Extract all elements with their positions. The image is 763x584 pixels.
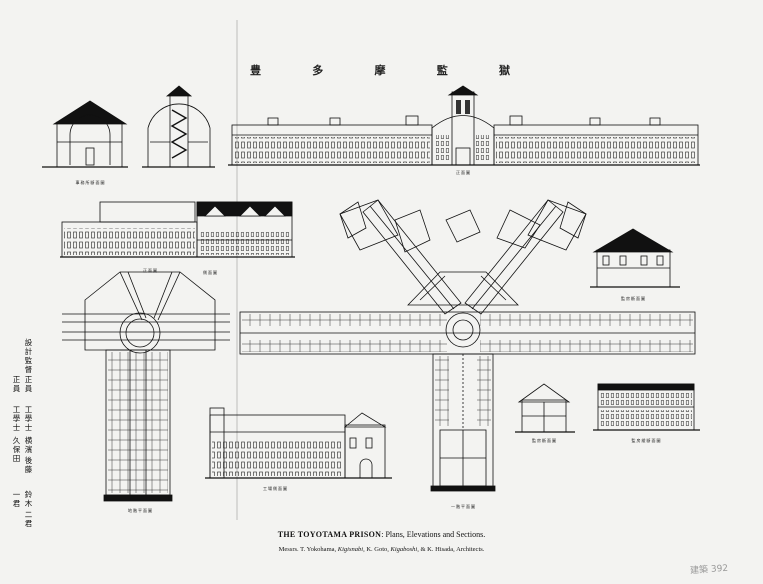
designer-column: 工 學 士 xyxy=(24,405,33,432)
designer-char: 君 xyxy=(24,519,33,528)
tower-section-drawing xyxy=(142,85,215,168)
title-char: 摩 xyxy=(374,65,386,77)
caption-title-rest: : Plans, Elevations and Sections. xyxy=(381,530,486,539)
designer-char: 保 xyxy=(12,445,21,454)
drawing-label: 監 房 斷 面 圖 xyxy=(621,295,645,301)
designer-char: 後 xyxy=(24,456,33,465)
side-elevation-drawing: 正 面 圖 側 面 圖 xyxy=(60,201,295,275)
designer-char: 濱 xyxy=(24,445,33,454)
admin-plan-drawing: 地 階 平 面 圖 xyxy=(62,271,230,513)
designer-char: 正 xyxy=(24,375,33,384)
title-char: 監 xyxy=(436,65,448,77)
designer-column: 二 君 xyxy=(24,510,33,528)
designer-char: 學 xyxy=(12,414,21,423)
designer-char: 久 xyxy=(12,436,21,445)
designer-char: 工 xyxy=(24,405,33,414)
drawing-label: 一 階 平 面 圖 xyxy=(451,503,475,509)
designer-column: 設 計 監 督 xyxy=(24,338,33,374)
designer-char: 藤 xyxy=(24,465,33,474)
designer-char: 士 xyxy=(12,423,21,432)
caption-credits: Messrs. T. Yokohama, Kigisnabi, K. Goto,… xyxy=(0,546,763,553)
caption-title-bold: THE TOYOTAMA PRISON xyxy=(277,530,382,539)
designer-char: 督 xyxy=(24,365,33,374)
title-char: 豊 xyxy=(250,65,261,77)
drawing-label: 側 面 圖 xyxy=(203,269,217,275)
drawing-label: 正 面 圖 xyxy=(456,169,470,175)
designer-char: 監 xyxy=(24,356,33,365)
designer-column: 正 員 xyxy=(12,375,21,393)
title-char: 多 xyxy=(312,65,324,77)
credits-part: , & K. Hisada, Architects. xyxy=(417,546,485,553)
designer-char: 工 xyxy=(12,405,21,414)
admin-section-drawing: 事 務 所 斷 面 圖 xyxy=(42,100,128,185)
credits-part: Kigisnabi xyxy=(337,546,364,553)
designer-char: 計 xyxy=(24,347,33,356)
small-section-drawing: 監 房 斷 面 圖 xyxy=(515,383,575,443)
credits-part: Kigaboshi xyxy=(390,546,418,553)
drawing-label: 事 務 所 斷 面 圖 xyxy=(76,179,105,185)
designer-char: 設 xyxy=(24,338,33,347)
designer-column: 後 藤 xyxy=(24,456,33,474)
drawing-label: 工 場 側 面 圖 xyxy=(263,485,287,491)
designer-column: 鈴 木 xyxy=(24,490,33,508)
designer-column: 久 保 田 xyxy=(12,436,21,463)
designer-char: 鈴 xyxy=(24,490,33,499)
drawing-label: 地 階 平 面 圖 xyxy=(128,507,152,513)
designer-char: 員 xyxy=(24,384,33,393)
drawing-label: 監 房 斷 面 圖 xyxy=(532,437,556,443)
designer-char: 學 xyxy=(24,414,33,423)
designer-column: 一 君 xyxy=(12,490,21,508)
cell-section-drawing: 監 房 斷 面 圖 xyxy=(590,228,680,301)
credits-part: , K. Goto, xyxy=(363,546,391,553)
designer-column: 横 濱 xyxy=(24,436,33,454)
title-char: 獄 xyxy=(499,65,510,77)
designer-char: 田 xyxy=(12,454,21,463)
designer-char: 二 xyxy=(24,510,33,519)
credits-part: Messrs. T. Yokohama, xyxy=(278,546,338,553)
designer-char: 一 xyxy=(12,490,21,499)
designer-char: 正 xyxy=(12,375,21,384)
ground-plan-drawing: 一 階 平 面 圖 xyxy=(239,199,696,509)
designer-char: 横 xyxy=(24,436,33,445)
front-elevation-drawing: 正 面 圖 xyxy=(228,85,700,175)
designer-column: 正 員 xyxy=(24,375,33,393)
long-section-drawing: 監 房 縱 斷 面 圖 xyxy=(593,383,700,443)
drawing-label: 正 面 圖 xyxy=(143,267,157,273)
designer-column: 工 學 士 xyxy=(12,405,21,432)
designer-char: 員 xyxy=(12,384,21,393)
designer-char: 君 xyxy=(12,499,21,508)
designer-char: 士 xyxy=(24,423,33,432)
caption-title: THE TOYOTAMA PRISON: Plans, Elevations a… xyxy=(0,530,763,539)
japanese-title: 豊 多 摩 監 獄 xyxy=(250,62,510,78)
drawing-label: 監 房 縱 斷 面 圖 xyxy=(632,437,661,443)
pencil-note: 建築 392 xyxy=(689,563,729,577)
workshop-elevation-drawing: 工 場 側 面 圖 xyxy=(205,407,392,491)
designer-char: 木 xyxy=(24,499,33,508)
